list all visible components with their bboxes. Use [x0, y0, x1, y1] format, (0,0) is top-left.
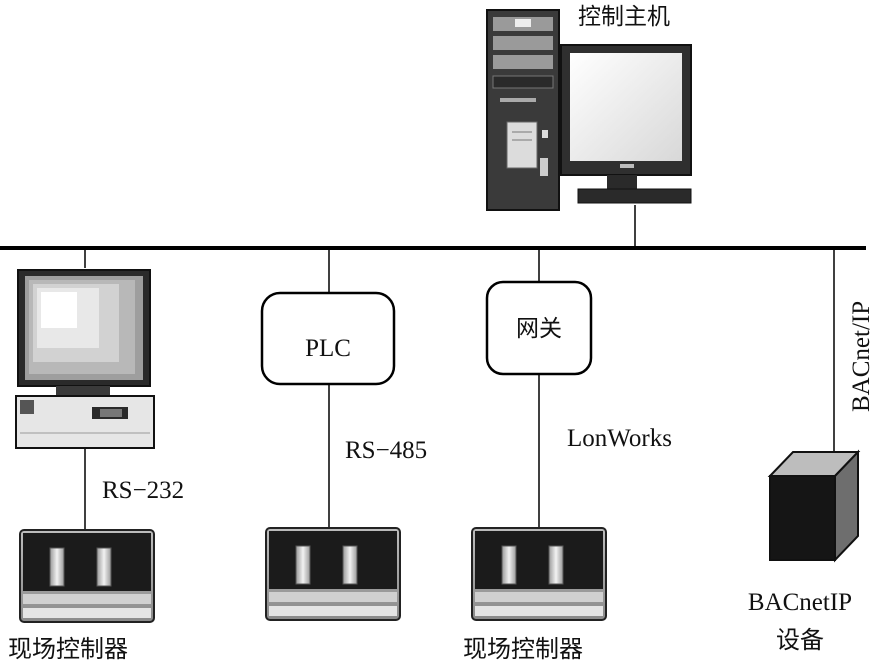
bacnet-ip-label: BACnet/IP	[848, 301, 875, 412]
gateway-label: 网关	[516, 316, 562, 342]
bacnetip-device-label-line2: 设备	[776, 626, 824, 654]
plc-label: PLC	[305, 335, 351, 362]
rs485-label: RS−485	[345, 437, 427, 464]
field-controller-icon	[19, 529, 155, 623]
field-controller-icon	[471, 527, 607, 621]
bacnetip-device-icon	[767, 449, 861, 563]
workstation-computer-icon	[15, 269, 155, 449]
host-label: 控制主机	[578, 4, 670, 30]
gateway-box	[485, 280, 593, 376]
rs232-label: RS−232	[102, 477, 184, 504]
field-controller-icon	[265, 527, 401, 621]
field-controller-label-right: 现场控制器	[463, 635, 583, 663]
bacnetip-device-label-line1: BACnetIP	[748, 589, 852, 616]
lonworks-label: LonWorks	[567, 425, 672, 452]
connector-lines	[84, 205, 835, 530]
control-host-computer-icon	[486, 9, 692, 211]
field-controller-label-left: 现场控制器	[8, 635, 128, 663]
plc-box	[260, 291, 396, 386]
